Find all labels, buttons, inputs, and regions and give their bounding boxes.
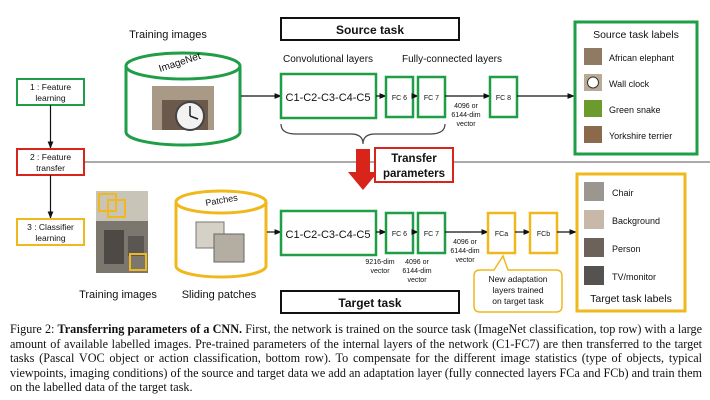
sliding-patches-label: Sliding patches — [182, 289, 257, 301]
target-label-chair: Chair — [612, 188, 634, 198]
source-fc7 — [416, 75, 447, 119]
caption-bold-title: Transferring parameters of a CNN. — [57, 322, 243, 336]
thumb-person — [584, 238, 604, 257]
target-label-background: Background — [612, 216, 660, 226]
target-fc7 — [416, 211, 447, 255]
figure-caption: Figure 2: Transferring parameters of a C… — [10, 322, 702, 395]
source-fc6-label: FC 6 — [392, 95, 407, 102]
step-3-num: 3 : Classifier — [27, 222, 74, 232]
source-fc8-label: FC 8 — [496, 95, 511, 102]
adaptation-note-bubble — [473, 254, 563, 313]
transfer-parameters-box — [374, 147, 454, 183]
step-2-text: transfer — [36, 163, 65, 173]
target-fcb — [528, 211, 559, 255]
step-3-text: learning — [35, 233, 66, 243]
target-training-image — [96, 191, 148, 273]
conv-layers-header: Convolutional layers — [283, 54, 373, 65]
target-vec-fca-3: vector — [455, 257, 475, 264]
adaptation-note-3: on target task — [492, 296, 544, 306]
thumb-tv-monitor — [584, 266, 604, 285]
thumb-yorkshire-terrier — [584, 126, 602, 143]
source-label-wall-clock: Wall clock — [609, 79, 650, 89]
caption-figure-label: Figure 2: — [10, 322, 55, 336]
target-fcb-label: FCb — [537, 231, 550, 238]
target-fca-label: FCa — [495, 231, 508, 238]
target-vec-fca-2: 6144-dim — [450, 248, 479, 255]
step-3-box — [16, 218, 85, 246]
thumb-background — [584, 210, 604, 229]
thumb-green-snake — [584, 100, 602, 117]
source-fc7-label: FC 7 — [424, 95, 439, 102]
target-label-tv-monitor: TV/monitor — [612, 272, 656, 282]
target-conv-block — [279, 209, 378, 257]
target-conv-label: C1-C2-C3-C4-C5 — [286, 229, 371, 241]
target-task-title: Target task — [338, 296, 401, 310]
source-conv-label: C1-C2-C3-C4-C5 — [286, 92, 371, 104]
adaptation-note-1: New adaptation — [488, 274, 547, 284]
source-labels-title: Source task labels — [593, 29, 679, 41]
target-vec-9216-2: vector — [370, 268, 390, 275]
fc-layers-header: Fully-connected layers — [402, 54, 502, 65]
cnn-transfer-diagram: Source task Training images ImageNet Con… — [16, 17, 710, 314]
target-label-person: Person — [612, 244, 641, 254]
source-conv-block — [279, 72, 378, 120]
source-fc6 — [384, 75, 415, 119]
source-vector-note-3: vector — [456, 121, 476, 128]
caption-body: First, the network is trained on the sou… — [10, 322, 702, 395]
source-label-yorkshire-terrier: Yorkshire terrier — [609, 131, 672, 141]
source-vector-note-1: 4096 or — [454, 103, 478, 110]
step-1-text: learning — [35, 93, 66, 103]
thumb-chair — [584, 182, 604, 201]
source-fc8 — [488, 75, 519, 119]
target-fca — [486, 211, 517, 255]
source-label-african-elephant: African elephant — [609, 53, 675, 63]
target-task-title-box — [280, 290, 460, 314]
target-vec-fc7-1: 4096 or — [405, 259, 429, 266]
patches-database — [174, 189, 268, 279]
transfer-brace — [280, 123, 446, 145]
target-vec-fc7-3: vector — [407, 277, 427, 284]
target-fc6-label: FC 6 — [392, 231, 407, 238]
target-vec-9216-1: 9216-dim — [365, 259, 394, 266]
source-vector-note-2: 6144-dim — [451, 112, 480, 119]
imagenet-database — [124, 51, 242, 147]
transfer-arrow — [348, 149, 378, 190]
source-label-green-snake: Green snake — [609, 105, 661, 115]
step-1-num: 1 : Feature — [30, 82, 71, 92]
transfer-line-1: Transfer — [391, 153, 437, 165]
target-labels-title: Target task labels — [590, 293, 672, 305]
target-training-images-label: Training images — [79, 289, 157, 301]
target-vec-fc7-2: 6144-dim — [402, 268, 431, 275]
source-task-title: Source task — [336, 23, 404, 37]
thumb-african-elephant — [584, 48, 602, 65]
step-2-num: 2 : Feature — [30, 152, 71, 162]
target-fc7-label: FC 7 — [424, 231, 439, 238]
target-vec-fca-1: 4096 or — [453, 239, 477, 246]
transfer-line-2: parameters — [383, 168, 445, 180]
source-training-images-label: Training images — [129, 29, 207, 41]
source-task-title-box — [280, 17, 460, 41]
adaptation-note-2: layers trained — [492, 285, 543, 295]
